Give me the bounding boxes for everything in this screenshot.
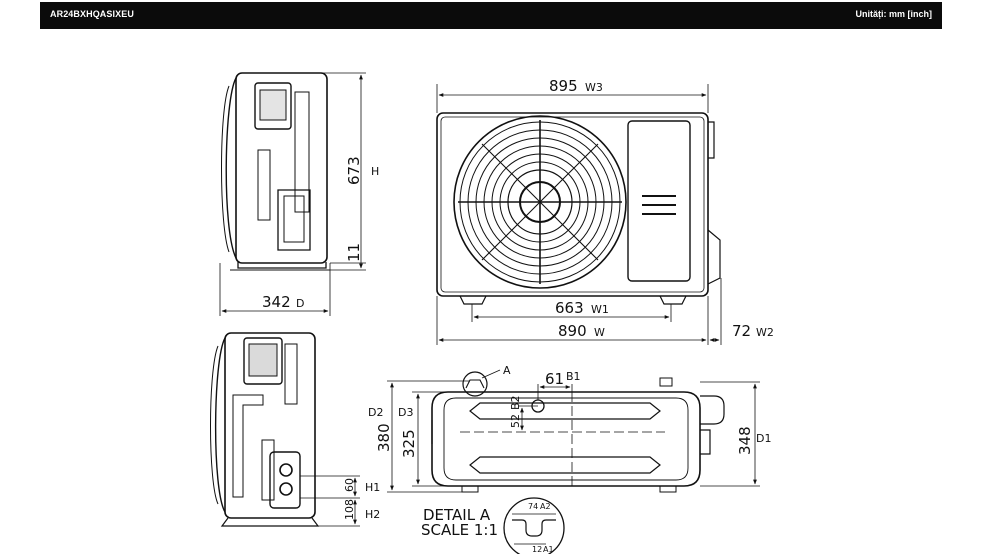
front-view <box>436 84 722 345</box>
dim-w: 890 <box>558 322 587 340</box>
dim-h1: 60 <box>343 478 356 492</box>
dim-b1: 61 <box>545 370 564 388</box>
label-h: H <box>371 165 379 178</box>
detail-scale: SCALE 1:1 <box>421 521 498 539</box>
dim-h2: 108 <box>343 499 356 520</box>
dim-d1: 348 <box>736 426 754 455</box>
model-name: AR24BXHQASIXEU <box>50 9 134 19</box>
label-b2: B2 <box>509 395 522 410</box>
units-label: Unități: mm [inch] <box>855 9 933 19</box>
side-view <box>219 72 366 316</box>
dim-d2: 380 <box>375 423 393 452</box>
back-view <box>210 332 360 527</box>
label-w1: W1 <box>591 303 609 316</box>
label-w3: W3 <box>585 81 603 94</box>
label-h1: H1 <box>365 481 380 494</box>
label-w2: W2 <box>756 326 774 339</box>
label-d3: D3 <box>398 406 413 419</box>
label-d1: D1 <box>756 432 771 445</box>
dim-b2: 52 <box>509 414 522 428</box>
label-d2: D2 <box>368 406 383 419</box>
dim-width-w3: 895 <box>549 77 578 95</box>
dim-w1: 663 <box>555 299 584 317</box>
label-a2: A2 <box>540 502 551 511</box>
label-b1: B1 <box>566 370 581 383</box>
label-a1: A1 <box>543 545 554 554</box>
dim-a2: 74 <box>528 502 538 511</box>
label-d: D <box>296 297 304 310</box>
dim-foot: 11 <box>345 243 363 262</box>
label-h2: H2 <box>365 508 380 521</box>
marker-a: A <box>503 364 511 377</box>
dimension-labels: 895 W3 673 H 11 342 D 663 W1 890 W 72 W2… <box>262 77 774 554</box>
dim-height: 673 <box>345 156 363 185</box>
label-w: W <box>594 326 605 339</box>
detail-a-view <box>503 497 565 554</box>
dim-depth: 342 <box>262 293 291 311</box>
top-view <box>387 369 760 493</box>
dim-a1: 12 <box>532 545 542 554</box>
dim-w2: 72 <box>732 322 751 340</box>
header-bar: AR24BXHQASIXEU Unități: mm [inch] <box>40 2 942 29</box>
detail-title: DETAIL A <box>423 506 491 524</box>
dim-d3: 325 <box>400 429 418 458</box>
